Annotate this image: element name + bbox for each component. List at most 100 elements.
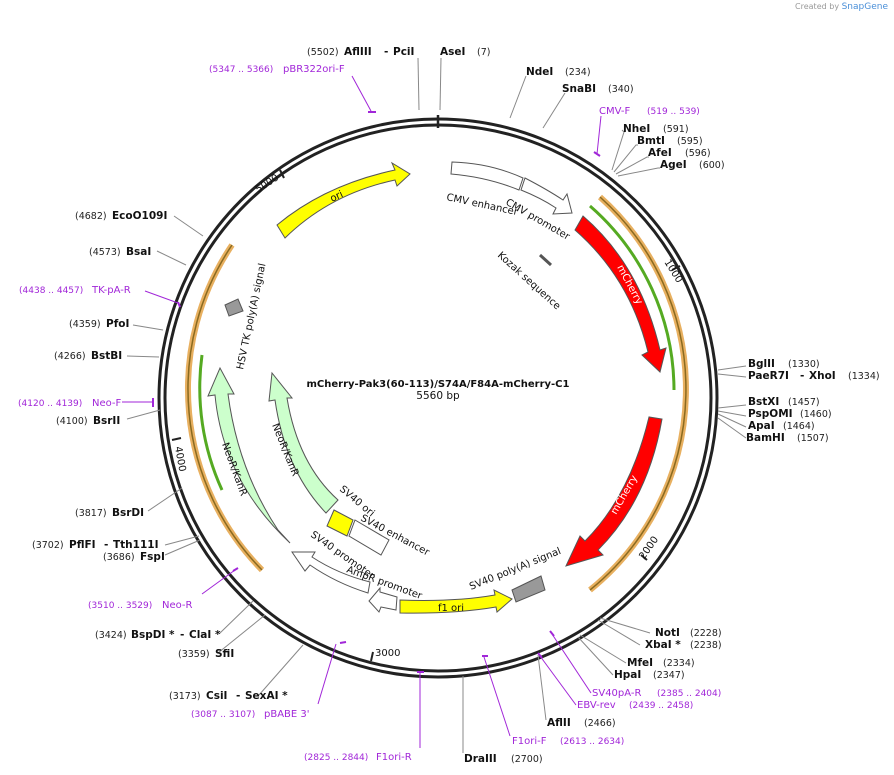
- enzyme-bspDI[interactable]: BspDI *: [131, 629, 175, 641]
- enzyme-xbaI[interactable]: XbaI *: [645, 639, 681, 651]
- enzyme-bglII[interactable]: BglII: [748, 358, 775, 370]
- enzyme-ageI[interactable]: AgeI: [660, 159, 687, 171]
- feature-sv40-promoter[interactable]: [291, 551, 371, 594]
- primer-range-f1ori-r: (2825 .. 2844): [304, 753, 368, 763]
- enzyme-pos-bspDI: (3424): [95, 630, 127, 641]
- enzyme-pos-xbaI: (2238): [690, 640, 722, 651]
- primer-leaders: [122, 75, 602, 748]
- tick-label-3000: 3000: [375, 648, 400, 659]
- primer-range-f1ori-f: (2613 .. 2634): [560, 737, 624, 747]
- feature-kozak: [538, 253, 553, 267]
- enzyme-ndeI[interactable]: NdeI: [526, 66, 553, 78]
- feature-f1-ori[interactable]: [399, 589, 513, 614]
- primer-tk-pa-r[interactable]: TK-pA-R: [91, 285, 131, 296]
- feature-ampr-promoter[interactable]: [368, 586, 398, 613]
- feature-ori[interactable]: [276, 161, 411, 239]
- enzyme-mfeI[interactable]: MfeI: [627, 657, 653, 669]
- enzyme-pos-pfoI: (4359): [69, 319, 101, 330]
- enzyme-pos-bglII: (1330): [788, 359, 820, 370]
- enzyme-ecoO109I[interactable]: EcoO109I: [112, 210, 167, 222]
- enzyme-pos-bsrII: (4100): [56, 416, 88, 427]
- feature-mcherry-1[interactable]: [574, 215, 667, 373]
- enzyme-pos-ndeI: (234): [565, 67, 591, 78]
- enzyme-notI[interactable]: NotI: [655, 627, 680, 639]
- enzyme-afeI[interactable]: AfeI: [648, 147, 672, 159]
- feature-mcherry-2[interactable]: [565, 416, 663, 567]
- enzyme-bsrII[interactable]: BsrII: [93, 415, 120, 427]
- enzyme-sfiI[interactable]: SfiI: [215, 648, 234, 660]
- primer-range-ebv-rev: (2439 .. 2458): [629, 701, 693, 711]
- enzyme-fspI[interactable]: FspI: [140, 551, 165, 563]
- enzyme-pos-pflFI: (3702): [32, 540, 64, 551]
- enzyme-pos-bstXI: (1457): [788, 397, 820, 408]
- enzyme-pos-draIII: (2700): [511, 754, 543, 765]
- enzyme-xhoI[interactable]: XhoI: [809, 370, 836, 382]
- enzyme-pos-fspI: (3686): [103, 552, 135, 563]
- enzyme-aflIII[interactable]: AflIII: [344, 46, 372, 58]
- enzyme-sep-sexAI: -: [236, 690, 240, 702]
- enzyme-claI[interactable]: ClaI *: [189, 629, 221, 641]
- primer-pbabe3[interactable]: pBABE 3': [264, 709, 310, 720]
- enzyme-hpaI[interactable]: HpaI: [614, 669, 641, 681]
- label-hsv-tk-polya: HSV TK poly(A) signal: [235, 262, 268, 370]
- feature-neor-kanr-inner[interactable]: [268, 371, 339, 514]
- primer-pbr322ori-f[interactable]: pBR322ori-F: [283, 64, 345, 75]
- primer-range-pbabe3: (3087 .. 3107): [191, 710, 255, 720]
- tick-marks: [171, 169, 681, 662]
- feature-sv40-enhancer[interactable]: [348, 519, 390, 556]
- enzyme-pos-csiI: (3173): [169, 691, 201, 702]
- enzyme-aflII[interactable]: AflII: [547, 717, 571, 729]
- enzyme-pos-bstBI: (4266): [54, 351, 86, 362]
- enzyme-bmtI[interactable]: BmtI: [637, 135, 665, 147]
- enzyme-pos-bmtI: (595): [677, 136, 703, 147]
- enzyme-draIII[interactable]: DraIII: [464, 753, 497, 765]
- feature-cmv-enhancer[interactable]: [450, 161, 524, 191]
- enzyme-paeR7I[interactable]: PaeR7I: [748, 370, 789, 382]
- enzyme-snaBI[interactable]: SnaBI: [562, 83, 596, 95]
- primer-ebv-rev[interactable]: EBV-rev: [577, 700, 616, 711]
- primer-f1ori-r[interactable]: F1ori-R: [376, 752, 412, 763]
- enzyme-pflFI[interactable]: PflFI: [69, 539, 96, 551]
- enzyme-pos-snaBI: (340): [608, 84, 634, 95]
- feature-neor-kanr-outer[interactable]: [207, 366, 291, 544]
- primer-neo-f[interactable]: Neo-F: [92, 398, 122, 409]
- enzyme-bsrDI[interactable]: BsrDI: [112, 507, 144, 519]
- enzyme-sexAI[interactable]: SexAI *: [245, 690, 288, 702]
- enzyme-apaI[interactable]: ApaI: [748, 420, 775, 432]
- enzyme-pos-ageI: (600): [699, 160, 725, 171]
- label-sv40-ori: SV40 ori: [337, 484, 376, 519]
- enzyme-pos-pspOMI: (1460): [800, 409, 832, 420]
- enzyme-bsaI[interactable]: BsaI: [126, 246, 151, 258]
- orf-arc-left-inner: [187, 244, 263, 571]
- enzyme-pspOMI[interactable]: PspOMI: [748, 408, 793, 420]
- enzyme-pfoI[interactable]: PfoI: [106, 318, 129, 330]
- snapgene-logo: SnapGene: [841, 2, 888, 12]
- primer-sv40pa-r[interactable]: SV40pA-R: [592, 688, 641, 699]
- enzyme-pos-bamHI: (1507): [797, 433, 829, 444]
- enzyme-pciI[interactable]: PciI: [393, 46, 414, 58]
- enzyme-tth111I[interactable]: Tth111I: [113, 539, 158, 551]
- feature-hsv-tk-polya[interactable]: [224, 298, 244, 317]
- enzyme-pos-mfeI: (2334): [663, 658, 695, 669]
- enzyme-csiI[interactable]: CsiI: [206, 690, 227, 702]
- plasmid-name: mCherry-Pak3(60-113)/S74A/F84A-mCherry-C…: [307, 379, 570, 390]
- enzyme-bstBI[interactable]: BstBI: [91, 350, 122, 362]
- feature-sv40-ori[interactable]: [326, 509, 354, 537]
- feature-sv40-polya[interactable]: [511, 575, 546, 603]
- primer-neo-r[interactable]: Neo-R: [162, 600, 193, 611]
- enzyme-pos-ecoO109I: (4682): [75, 211, 107, 222]
- primer-cmv-f[interactable]: CMV-F: [599, 106, 630, 117]
- primer-range-tk-pa-r: (4438 .. 4457): [19, 286, 83, 296]
- enzyme-pos-aflIII: (5502): [307, 47, 339, 58]
- enzyme-nheI[interactable]: NheI: [623, 123, 650, 135]
- enzyme-pos-aflII: (2466): [584, 718, 616, 729]
- enzyme-sep-claI: -: [180, 629, 184, 641]
- enzyme-bstXI[interactable]: BstXI: [748, 396, 779, 408]
- primer-f1ori-f[interactable]: F1ori-F: [512, 736, 547, 747]
- feature-cmv-promoter[interactable]: [520, 177, 573, 215]
- enzyme-aseI[interactable]: AseI: [440, 46, 465, 58]
- label-f1-ori: f1 ori: [438, 603, 464, 614]
- enzyme-bamHI[interactable]: BamHI: [746, 432, 785, 444]
- enzyme-sep-tth111I: -: [104, 539, 108, 551]
- enzyme-pos-apaI: (1464): [783, 421, 815, 432]
